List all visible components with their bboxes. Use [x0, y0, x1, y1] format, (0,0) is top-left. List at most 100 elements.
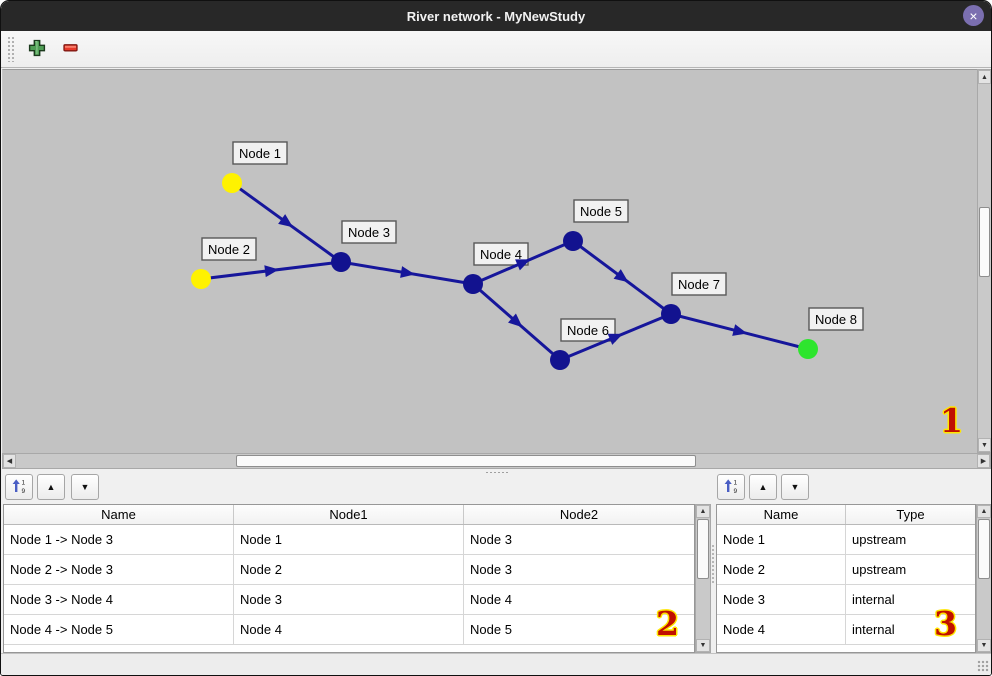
canvas-vscroll-thumb[interactable]	[979, 207, 990, 277]
cell-name[interactable]: Node 4	[717, 615, 846, 645]
cell-name[interactable]: Node 1	[717, 525, 846, 555]
scroll-down-icon[interactable]: ▼	[977, 639, 991, 652]
remove-node-button[interactable]	[58, 36, 84, 62]
cell-node2[interactable]: Node 3	[464, 555, 694, 585]
cell-name[interactable]: Node 2	[717, 555, 846, 585]
links-move-up-button[interactable]: ▲	[37, 474, 65, 500]
edge-arrow-icon	[732, 324, 748, 336]
close-button[interactable]: ×	[963, 5, 984, 26]
node-label[interactable]: Node 8	[808, 307, 864, 331]
table-row[interactable]: Node 2 upstream	[717, 555, 975, 585]
network-canvas-svg[interactable]: Node 1 Node 2 Node 3 Node 4 Node 5 Node 6 Node…	[3, 70, 977, 453]
cell-node2[interactable]: Node 3	[464, 525, 694, 555]
minus-icon	[62, 39, 80, 60]
cell-node2[interactable]: Node 4	[464, 585, 694, 615]
titlebar[interactable]: River network - MyNewStudy ×	[1, 1, 991, 31]
cell-node1[interactable]: Node 1	[234, 525, 464, 555]
table-row[interactable]: Node 3 internal	[717, 585, 975, 615]
cell-node1[interactable]: Node 2	[234, 555, 464, 585]
table-row[interactable]: Node 4 internal	[717, 615, 975, 645]
edge-arrow-icon	[264, 265, 279, 278]
network-node[interactable]	[563, 231, 583, 251]
cell-name[interactable]: Node 2 -> Node 3	[4, 555, 234, 585]
edge-arrow-icon	[515, 259, 531, 271]
links-table-scrollbar[interactable]: ▲ ▼	[695, 504, 711, 653]
table-row[interactable]: Node 4 -> Node 5 Node 4 Node 5	[4, 615, 694, 645]
network-node[interactable]	[550, 350, 570, 370]
network-node[interactable]	[331, 252, 351, 272]
links-col-node1[interactable]: Node1	[234, 505, 464, 524]
node-label[interactable]: Node 2	[201, 237, 257, 261]
cell-type[interactable]: upstream	[846, 525, 975, 555]
nodes-move-up-button[interactable]: ▲	[749, 474, 777, 500]
scroll-right-icon[interactable]: ▶	[977, 454, 990, 468]
node-label[interactable]: Node 5	[573, 199, 629, 223]
nodes-scroll-thumb[interactable]	[978, 519, 990, 579]
node-label[interactable]: Node 7	[671, 272, 727, 296]
cell-node1[interactable]: Node 4	[234, 615, 464, 645]
scroll-left-icon[interactable]: ◀	[3, 454, 16, 468]
canvas-vertical-scrollbar[interactable]: ▲ ▼	[977, 69, 991, 453]
canvas-hscroll-thumb[interactable]	[236, 455, 696, 467]
cell-type[interactable]: upstream	[846, 555, 975, 585]
table-row[interactable]: Node 2 -> Node 3 Node 2 Node 3	[4, 555, 694, 585]
cell-type[interactable]: internal	[846, 615, 975, 645]
add-node-button[interactable]	[24, 36, 50, 62]
node-label[interactable]: Node 1	[232, 141, 288, 165]
plus-icon	[28, 39, 46, 60]
node-label[interactable]: Node 4	[473, 242, 529, 266]
node-label[interactable]: Node 3	[341, 220, 397, 244]
resize-grip-icon[interactable]	[977, 660, 989, 672]
cell-type[interactable]: internal	[846, 585, 975, 615]
up-triangle-icon: ▲	[46, 482, 56, 492]
network-node[interactable]	[191, 269, 211, 289]
links-col-node2[interactable]: Node2	[559, 507, 599, 522]
network-node[interactable]	[798, 339, 818, 359]
horizontal-splitter[interactable]	[1, 469, 991, 474]
network-node[interactable]	[661, 304, 681, 324]
cell-name[interactable]: Node 4 -> Node 5	[4, 615, 234, 645]
up-triangle-icon: ▲	[758, 482, 768, 492]
node-label-text: Node 1	[239, 146, 281, 161]
svg-text:1: 1	[734, 480, 738, 487]
cell-node2[interactable]: Node 5	[464, 615, 694, 645]
table-row[interactable]: Node 1 upstream	[717, 525, 975, 555]
cell-name[interactable]: Node 3 -> Node 4	[4, 585, 234, 615]
node-label[interactable]: Node 6	[560, 318, 616, 342]
canvas-horizontal-scrollbar[interactable]: ◀ ▶	[2, 453, 991, 469]
nodes-sort-button[interactable]: 1 9	[717, 474, 745, 500]
nodes-col-type[interactable]: Type	[896, 507, 925, 522]
links-scroll-thumb[interactable]	[697, 519, 709, 579]
nodes-col-name[interactable]: Name	[717, 505, 846, 524]
scroll-up-icon[interactable]: ▲	[696, 505, 710, 518]
scroll-up-icon[interactable]: ▲	[978, 70, 991, 84]
links-sort-button[interactable]: 1 9	[5, 474, 33, 500]
scroll-down-icon[interactable]: ▼	[978, 438, 991, 452]
nodes-table-scrollbar[interactable]: ▲ ▼	[976, 504, 991, 653]
network-node[interactable]	[463, 274, 483, 294]
table-row[interactable]: Node 1 -> Node 3 Node 1 Node 3	[4, 525, 694, 555]
cell-name[interactable]: Node 3	[717, 585, 846, 615]
sort-icon: 1 9	[11, 478, 27, 496]
nodes-move-down-button[interactable]: ▼	[781, 474, 809, 500]
toolbar-grip[interactable]	[7, 36, 15, 62]
table-row[interactable]: Node 3 -> Node 4 Node 3 Node 4	[4, 585, 694, 615]
links-move-down-button[interactable]: ▼	[71, 474, 99, 500]
sort-icon: 1 9	[723, 478, 739, 496]
node-label-text: Node 8	[815, 312, 857, 327]
vertical-splitter[interactable]	[711, 544, 715, 584]
links-col-name[interactable]: Name	[4, 505, 234, 524]
network-canvas[interactable]: Node 1 Node 2 Node 3 Node 4 Node 5 Node 6 Node…	[2, 69, 977, 453]
scroll-up-icon[interactable]: ▲	[977, 505, 991, 518]
edge-arrow-icon	[607, 333, 623, 345]
network-node[interactable]	[222, 173, 242, 193]
links-table: Name Node1 Node2 Node 1 -> Node 3 Node 1…	[3, 504, 695, 653]
nodes-table: Name Type Node 1 upstream Node 2 upstrea…	[716, 504, 976, 653]
scroll-down-icon[interactable]: ▼	[696, 639, 710, 652]
splitter-grip-icon	[485, 471, 509, 474]
cell-name[interactable]: Node 1 -> Node 3	[4, 525, 234, 555]
main-toolbar	[1, 31, 991, 68]
edge-arrow-icon	[508, 313, 523, 328]
cell-node1[interactable]: Node 3	[234, 585, 464, 615]
